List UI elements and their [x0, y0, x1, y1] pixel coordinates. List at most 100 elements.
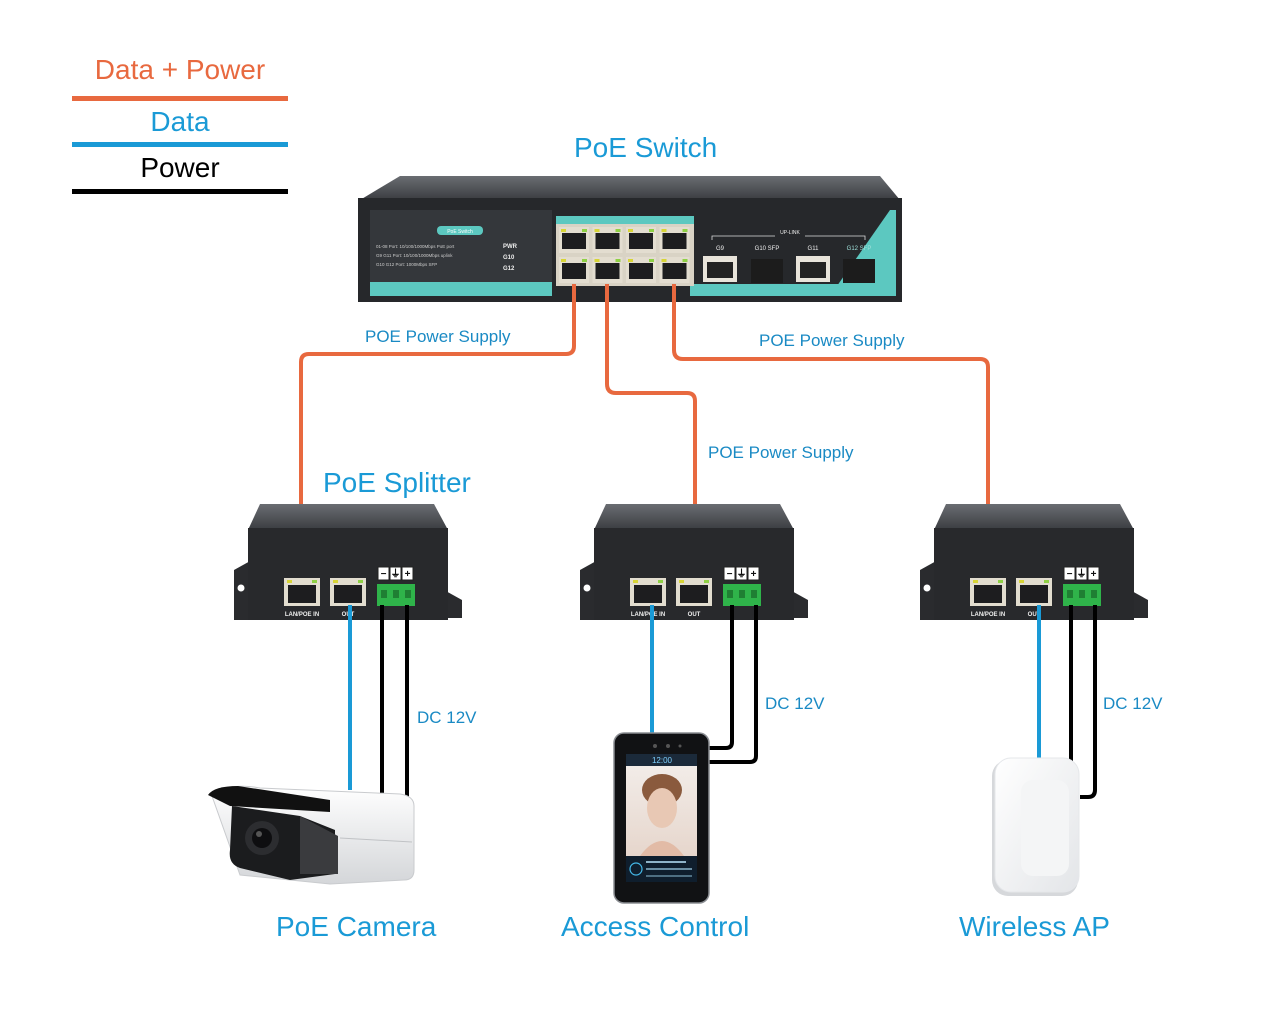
terminal-time: 12:00 — [652, 756, 673, 765]
uplink-port-label-g12: G12 SFP — [847, 246, 872, 252]
uplink-port-label-g10: G10 SFP — [755, 246, 780, 252]
plus-icon: + — [1091, 569, 1097, 580]
switch-title: PoE Switch — [574, 132, 718, 163]
poe-cables — [299, 284, 990, 585]
legend-line-power — [72, 189, 288, 194]
port-led-icon — [582, 259, 587, 262]
minus-icon: − — [1067, 569, 1073, 580]
ap-panel — [1021, 780, 1069, 876]
dc-cable-2a — [708, 605, 734, 750]
splitter-top — [594, 504, 794, 530]
port-label-lan-poe-in: LAN/POE IN — [971, 612, 1005, 618]
uplink-label: UP-LINK — [780, 230, 800, 236]
port-label-lan-poe-in: LAN/POE IN — [285, 612, 319, 618]
port-socket — [629, 263, 653, 279]
cable-label-poe-2: POE Power Supply — [708, 443, 854, 462]
port-led-icon — [615, 229, 621, 232]
poe-splitter-3: LAN/POE IN OUT −⏚ + — [920, 504, 1148, 620]
port-led-icon — [628, 229, 633, 232]
port-label-out: OUT — [688, 612, 701, 618]
terminal-symbol-box — [389, 566, 402, 581]
terminal-symbol-box — [401, 566, 414, 581]
terminal-symbol-box — [1075, 566, 1088, 581]
splitter-front — [594, 528, 794, 620]
minus-icon: − — [727, 569, 733, 580]
port-socket — [662, 233, 687, 249]
device-label-access-control: Access Control — [561, 911, 750, 942]
port-led-icon — [561, 229, 566, 232]
port-socket — [662, 263, 687, 279]
terminal-symbol-box — [1063, 566, 1076, 581]
splitter-title: PoE Splitter — [323, 467, 471, 498]
port-socket — [595, 263, 620, 279]
uplink-port-label-g11: G11 — [808, 246, 820, 252]
port-socket — [595, 233, 620, 249]
poe-splitter-2: LAN/POE IN OUT −⏚ + — [580, 504, 808, 620]
terminal-status-bar — [626, 754, 697, 766]
terminal-symbol-box — [377, 566, 390, 581]
dc-cable-3b — [1080, 605, 1097, 799]
led-label-g10: G10 — [503, 255, 515, 261]
splitter-top — [934, 504, 1134, 530]
port-led-icon — [649, 229, 654, 232]
switch-badge-text: PoE Switch — [447, 229, 473, 235]
wireless-ap — [992, 757, 1080, 896]
cable-label-dc-3: DC 12V — [1103, 694, 1163, 713]
mounting-flange — [790, 590, 808, 618]
port-led-icon — [615, 259, 621, 262]
cable-label-dc-1: DC 12V — [417, 708, 477, 727]
uplink-port-label-g9: G9 — [716, 246, 725, 252]
port-led-icon — [682, 259, 688, 262]
access-control-terminal: 12:00 — [613, 732, 710, 904]
minus-icon: − — [381, 569, 387, 580]
poe-cable-3 — [672, 284, 990, 585]
port-led-icon — [582, 229, 587, 232]
ground-icon: ⏚ — [737, 568, 747, 580]
cable-label-dc-2: DC 12V — [765, 694, 825, 713]
legend-line-data-power — [72, 96, 288, 101]
face-image — [647, 788, 677, 828]
plus-icon: + — [751, 569, 757, 580]
uplink-port-g10-sfp[interactable] — [751, 259, 783, 283]
legend-line-data — [72, 142, 288, 147]
dc-cable-2b — [708, 605, 758, 764]
switch-badge — [437, 226, 483, 235]
port-label-out: OUT — [1028, 612, 1041, 618]
cable-label-poe-3: POE Power Supply — [759, 331, 905, 350]
led-label-g12: G12 — [503, 266, 515, 272]
mounting-flange — [1130, 590, 1148, 618]
legend-label-power: Power — [140, 152, 220, 183]
port-label-lan-poe-in: LAN/POE IN — [631, 612, 665, 618]
ground-icon: ⏚ — [1077, 568, 1087, 580]
device-cables — [348, 605, 1097, 799]
uplink-port-g12-sfp[interactable] — [843, 259, 875, 283]
port-led-icon — [628, 259, 633, 262]
port-led-icon — [682, 229, 688, 232]
device-label-wireless-ap: Wireless AP — [959, 911, 1110, 942]
terminal-symbol-box — [1087, 566, 1100, 581]
poe-cable-2 — [605, 284, 697, 585]
switch-spec-3: G10 G12 Port: 1000Mbps SFP — [376, 262, 437, 267]
switch-spec-1: 01-08 Port: 10/100/1000Mbps PoE port — [376, 244, 455, 249]
port-socket — [629, 233, 653, 249]
switch-spec-2: G9 G11 Port: 10/100/1000Mbps uplink — [376, 253, 453, 258]
port-led-icon — [661, 229, 667, 232]
led-label-pwr: PWR — [503, 244, 518, 250]
splitter-front — [934, 528, 1134, 620]
port-socket — [562, 233, 586, 249]
legend-label-data: Data — [150, 106, 210, 137]
poe-switch: PoE Switch 01-08 Port: 10/100/1000Mbps P… — [358, 176, 902, 302]
port-led-icon — [649, 259, 654, 262]
port-led-icon — [594, 259, 600, 262]
terminal-symbol-box — [735, 566, 748, 581]
legend-label-data-power: Data + Power — [94, 54, 266, 85]
cable-label-poe-1: POE Power Supply — [365, 327, 511, 346]
device-label-camera: PoE Camera — [276, 911, 437, 942]
terminal-symbol-box — [747, 566, 760, 581]
port-led-icon — [594, 229, 600, 232]
ground-icon: ⏚ — [391, 568, 401, 580]
poe-camera — [208, 785, 415, 885]
camera-sunshade — [208, 786, 330, 812]
port-led-icon — [561, 259, 566, 262]
